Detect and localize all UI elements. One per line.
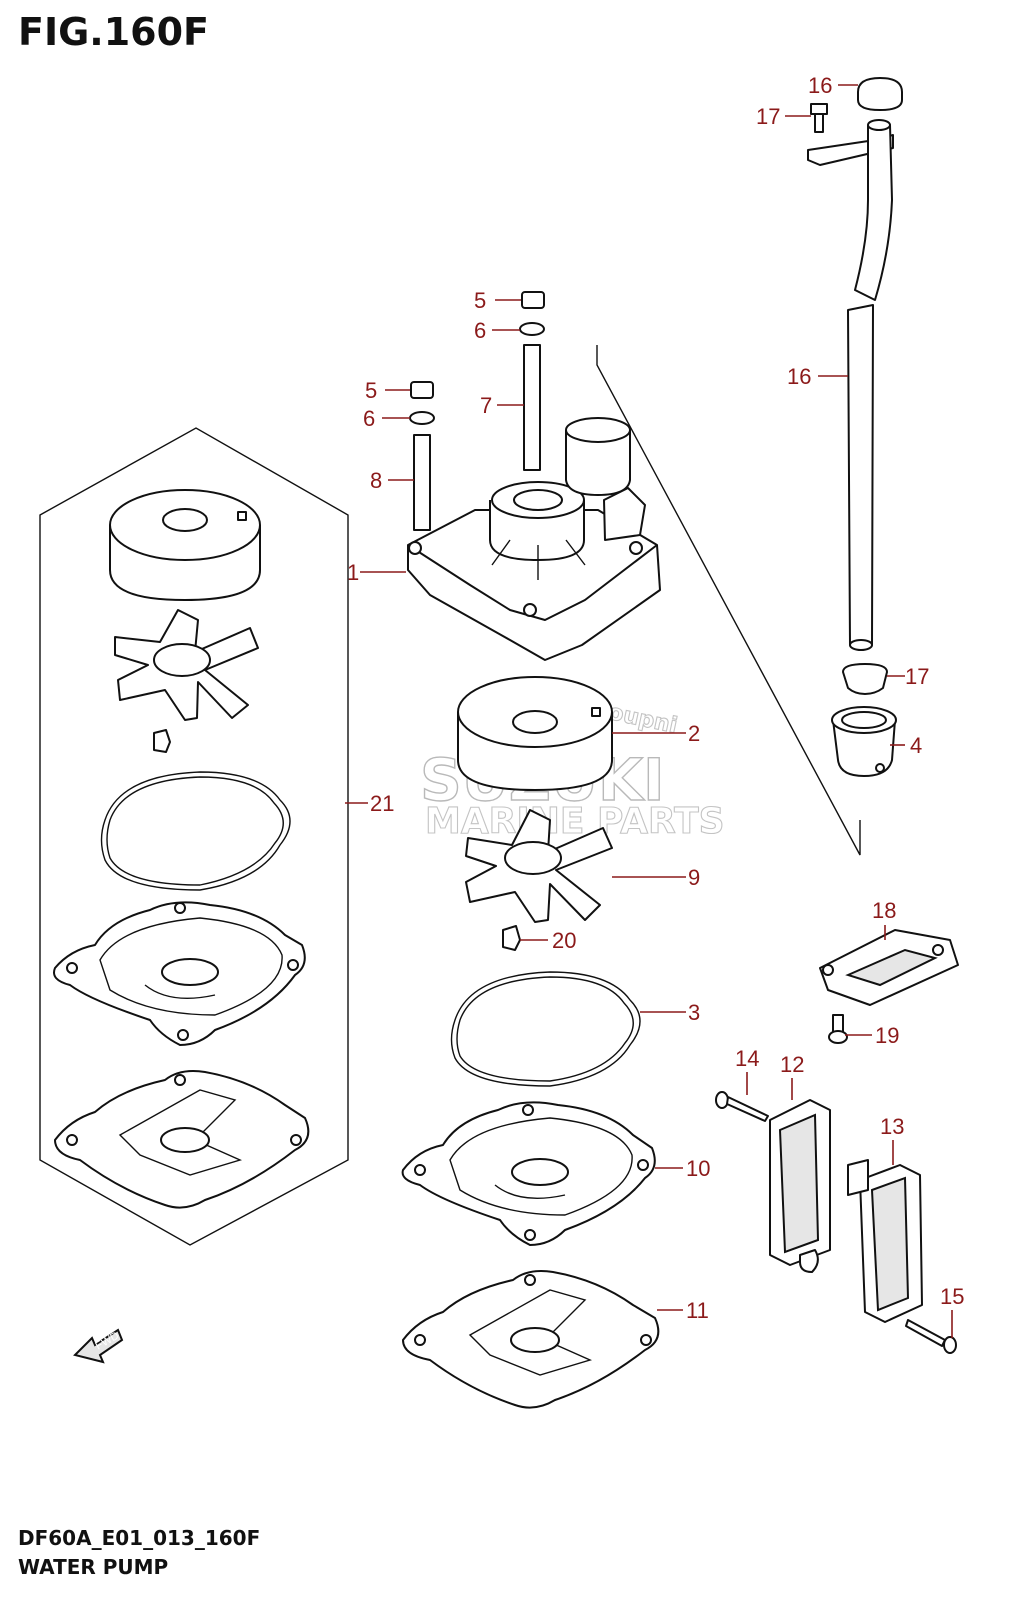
part-15-bolt (810, 103, 828, 133)
part-6-washer-lower (409, 411, 435, 425)
fwd-direction-arrow: FWD (73, 1328, 124, 1364)
callout-16-right: 13 (880, 1114, 904, 1139)
part-6-washer-upper (519, 322, 545, 336)
part-17-screw-lower (905, 1319, 957, 1354)
callout-17-lower: 15 (940, 1284, 964, 1309)
callout-6-lower: 6 (363, 406, 375, 431)
callout-2: 2 (688, 721, 700, 746)
part-11-plate (402, 1270, 660, 1409)
callout-6-upper: 6 (474, 318, 486, 343)
kit-key (153, 729, 171, 753)
part-1-pump-case (407, 417, 661, 661)
callout-16-left: 12 (780, 1052, 804, 1077)
callout-19: 19 (875, 1023, 899, 1048)
part-4-sleeve (831, 706, 897, 777)
callout-13: 16 (808, 73, 832, 98)
kit-gasket-upper (53, 901, 306, 1046)
callout-20: 20 (552, 928, 576, 953)
part-19-screw (828, 1014, 848, 1044)
part-18-screen-plate (819, 929, 959, 1006)
kit-o-ring (100, 771, 291, 891)
callout-5-upper: 5 (474, 288, 486, 313)
part-5-nut-lower (410, 381, 434, 399)
callout-3: 3 (688, 1000, 700, 1025)
part-8-stud (413, 434, 431, 531)
part-3-o-ring (450, 971, 641, 1087)
callout-17-upper: 14 (735, 1046, 759, 1071)
callout-14: 17 (905, 664, 929, 689)
kit-outline (39, 427, 349, 1246)
part-12-hose (847, 119, 893, 651)
callout-4: 4 (910, 733, 922, 758)
leader-lines (345, 84, 953, 1338)
part-7-stud (523, 344, 541, 471)
callout-8: 8 (370, 468, 382, 493)
part-16-grille-left (769, 1099, 831, 1273)
part-2-liner (457, 676, 613, 791)
callout-10: 10 (686, 1156, 710, 1181)
part-17-screw-upper (715, 1091, 769, 1122)
callout-9: 9 (688, 865, 700, 890)
part-14-grommet (842, 663, 888, 695)
callout-7: 7 (480, 393, 492, 418)
callout-12: 16 (787, 364, 811, 389)
part-10-gasket (401, 1101, 656, 1246)
kit-gasket-lower (54, 1070, 310, 1209)
callout-18: 18 (872, 898, 896, 923)
figure-title: FIG.160F (18, 10, 210, 54)
kit-housing-cup (109, 489, 261, 601)
callout-5-lower: 5 (365, 378, 377, 403)
kit-impeller (114, 609, 259, 721)
callout-15: 17 (756, 104, 780, 129)
watermark-subtitle: MARINE PARTS (425, 801, 725, 842)
figure-name: WATER PUMP (18, 1555, 169, 1579)
callout-21: 21 (370, 791, 394, 816)
callout-11: 11 (686, 1298, 709, 1323)
part-16-grille-right (847, 1159, 923, 1323)
callout-1: 1 (347, 560, 359, 585)
callout-numbers: 16 17 16 17 4 5 6 5 6 7 8 1 2 21 9 20 3 … (347, 73, 964, 1323)
part-20-key (502, 925, 521, 951)
figure-code: DF60A_E01_013_160F (18, 1526, 261, 1550)
part-9-impeller (465, 809, 613, 923)
assembly-guide-line (596, 345, 861, 856)
part-5-nut-upper (521, 291, 545, 309)
part-13-grommet-cap (857, 77, 903, 111)
